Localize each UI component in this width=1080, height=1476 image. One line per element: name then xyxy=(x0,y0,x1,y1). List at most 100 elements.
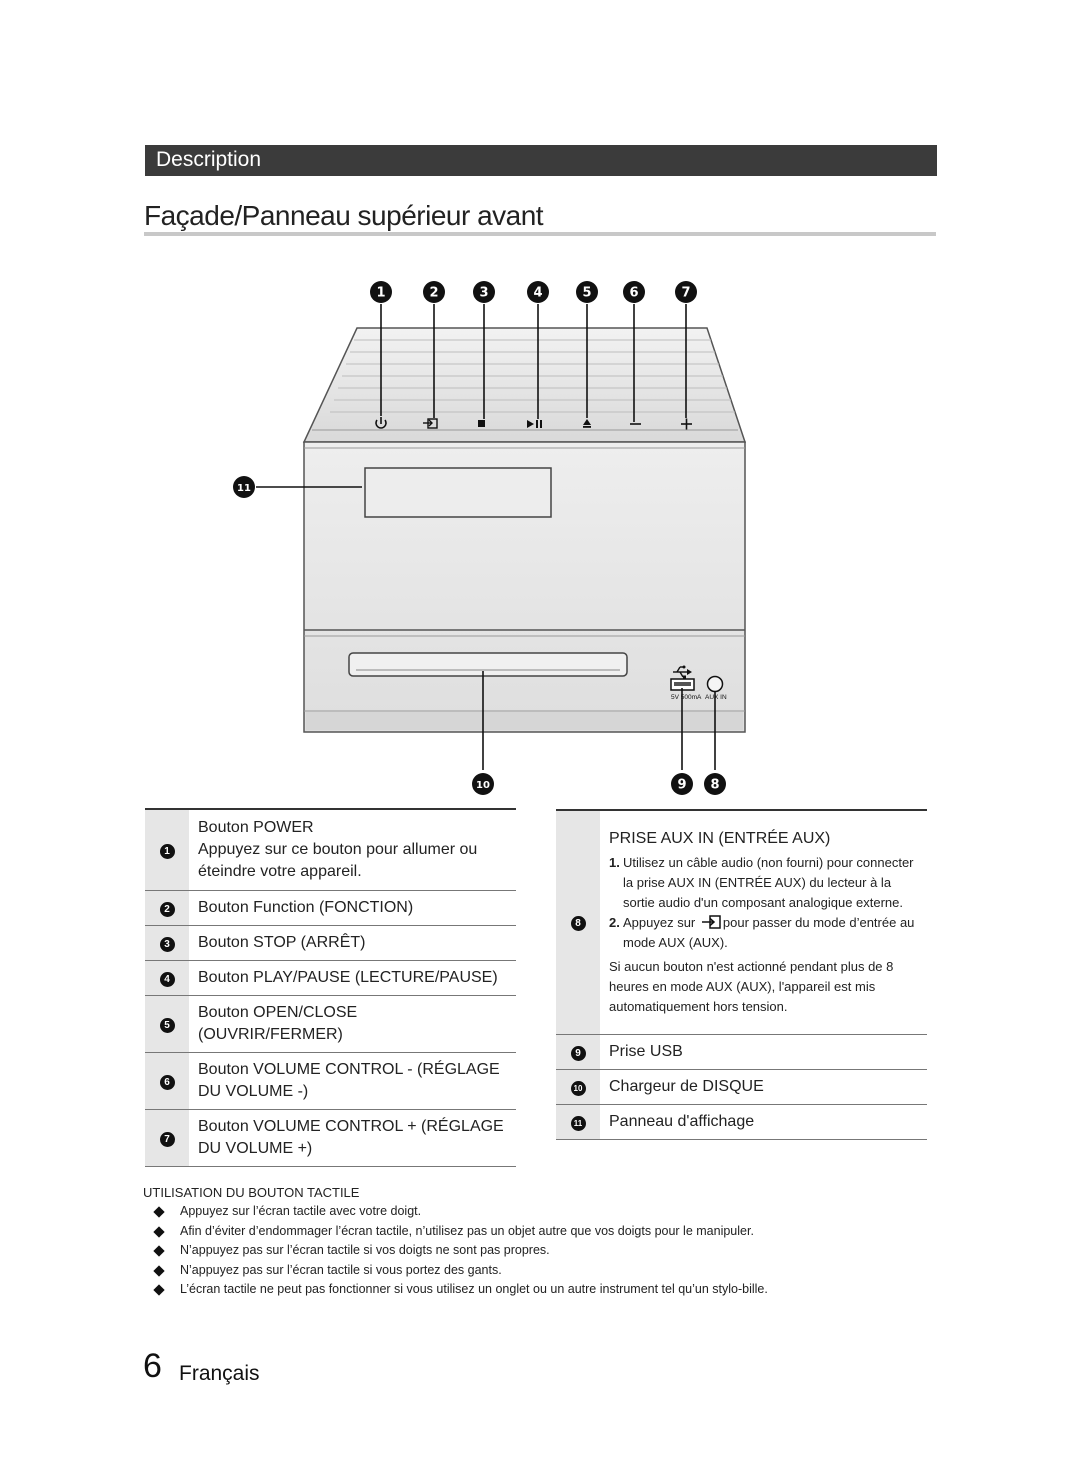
svg-text:8: 8 xyxy=(710,778,719,793)
function-icon xyxy=(423,418,438,429)
list-item-text: N’appuyez pas sur l’écran tactile si vos… xyxy=(180,1243,550,1257)
table-row: 9 Prise USB xyxy=(556,1034,927,1070)
touch-usage-section: UTILISATION DU BOUTON TACTILE Appuyez su… xyxy=(143,1185,943,1300)
svg-text:1: 1 xyxy=(376,286,385,301)
volume-up-icon xyxy=(681,418,692,430)
row-description: Appuyez sur ce bouton pour allumer ou ét… xyxy=(198,840,478,880)
stop-icon xyxy=(478,420,485,427)
callout-8: 8 xyxy=(704,773,726,795)
table-row: 8 PRISE AUX IN (ENTRÉE AUX) 1.Utilisez u… xyxy=(556,809,927,1035)
section-header-bar: Description xyxy=(145,145,937,176)
top-panel xyxy=(302,327,747,443)
page-language: Français xyxy=(179,1362,260,1385)
svg-text:4: 4 xyxy=(533,286,542,301)
list-item: Appuyez sur l’écran tactile avec votre d… xyxy=(153,1202,943,1222)
table-row: 5 Bouton OPEN/CLOSE (OUVRIR/FERMER) xyxy=(145,995,516,1053)
row-title: Chargeur de DISQUE xyxy=(609,1077,764,1095)
row-title: Bouton VOLUME CONTROL + (RÉGLAGE DU VOLU… xyxy=(198,1117,504,1157)
row-number-badge: 5 xyxy=(159,1017,175,1033)
diamond-bullet-icon xyxy=(153,1264,165,1277)
list-item: L’écran tactile ne peut pas fonctionner … xyxy=(153,1280,943,1300)
row-number-badge: 3 xyxy=(159,936,175,952)
row-title: Bouton OPEN/CLOSE (OUVRIR/FERMER) xyxy=(198,1003,358,1043)
table-row: 7 Bouton VOLUME CONTROL + (RÉGLAGE DU VO… xyxy=(145,1109,516,1167)
table-row: 1 Bouton POWER Appuyez sur ce bouton pou… xyxy=(145,808,516,891)
svg-text:11: 11 xyxy=(237,483,251,494)
usb-icon xyxy=(673,665,692,679)
page-title: Façade/Panneau supérieur avant xyxy=(144,200,544,231)
svg-text:5: 5 xyxy=(582,286,591,301)
row-number-badge: 8 xyxy=(570,916,586,932)
row-title: PRISE AUX IN (ENTRÉE AUX) xyxy=(609,829,831,847)
list-item: N’appuyez pas sur l’écran tactile si vos… xyxy=(153,1241,943,1261)
play-pause-icon xyxy=(527,420,542,428)
usb-port-label: 5V 500mA xyxy=(671,694,702,701)
left-reference-table: 1 Bouton POWER Appuyez sur ce bouton pou… xyxy=(145,808,516,1167)
table-row: 3 Bouton STOP (ARRÊT) xyxy=(145,925,516,961)
diamond-bullet-icon xyxy=(153,1284,165,1296)
usage-list: Appuyez sur l’écran tactile avec votre d… xyxy=(153,1202,943,1300)
callout-5: 5 xyxy=(576,281,598,303)
diamond-bullet-icon xyxy=(153,1225,165,1238)
step-number: 1. xyxy=(609,854,620,870)
row-number-badge: 6 xyxy=(159,1074,175,1090)
usage-heading: UTILISATION DU BOUTON TACTILE xyxy=(143,1185,360,1200)
row-number-badge: 4 xyxy=(159,971,175,987)
callout-1: 1 xyxy=(370,281,392,303)
list-item-text: L’écran tactile ne peut pas fonctionner … xyxy=(180,1282,768,1296)
callout-10: 10 xyxy=(472,773,494,795)
row-number-badge: 10 xyxy=(570,1080,586,1096)
row-title: Bouton Function (FONCTION) xyxy=(198,898,414,916)
row-title: Bouton VOLUME CONTROL - (RÉGLAGE DU VOLU… xyxy=(198,1060,500,1100)
row-title: Panneau d'affichage xyxy=(609,1112,755,1130)
diamond-bullet-icon xyxy=(153,1206,165,1218)
row-number-badge: 2 xyxy=(159,901,175,917)
aux-jack xyxy=(706,675,724,693)
diamond-bullet-icon xyxy=(153,1245,165,1257)
step-text-before: Appuyez sur xyxy=(623,914,696,930)
callout-2: 2 xyxy=(423,281,445,303)
callout-11: 11 xyxy=(233,476,255,498)
function-icon xyxy=(701,915,721,929)
svg-text:3: 3 xyxy=(479,286,488,301)
page-footer: 6 Français xyxy=(143,1347,260,1386)
table-row: 10 Chargeur de DISQUE xyxy=(556,1069,927,1105)
list-item-text: N’appuyez pas sur l’écran tactile si vou… xyxy=(180,1262,502,1277)
table-row: 4 Bouton PLAY/PAUSE (LECTURE/PAUSE) xyxy=(145,960,516,996)
right-reference-table: 8 PRISE AUX IN (ENTRÉE AUX) 1.Utilisez u… xyxy=(556,809,927,1140)
svg-text:10: 10 xyxy=(476,780,490,791)
aux-step-2: 2.Appuyez sur pour passer du mode d’entr… xyxy=(609,913,917,953)
step-number: 2. xyxy=(609,914,620,930)
aux-step-1: 1.Utilisez un câble audio (non fourni) p… xyxy=(609,853,917,913)
aux-auto-off-note: Si aucun bouton n'est actionné pendant p… xyxy=(609,958,894,1014)
row-title: Bouton PLAY/PAUSE (LECTURE/PAUSE) xyxy=(198,968,498,986)
title-underline xyxy=(144,232,936,236)
callout-7: 7 xyxy=(675,281,697,303)
row-number-badge: 11 xyxy=(570,1115,586,1131)
row-title: Bouton STOP (ARRÊT) xyxy=(198,933,366,951)
aux-steps: 1.Utilisez un câble audio (non fourni) p… xyxy=(609,853,917,953)
aux-port-label: AUX IN xyxy=(705,694,727,701)
list-item-text: Afin d’éviter d’endommager l’écran tacti… xyxy=(180,1223,754,1238)
callout-6: 6 xyxy=(623,281,645,303)
device-illustration: 5V 500mA AUX IN 1 2 3 4 5 6 7 8 9 10 11 xyxy=(233,281,747,795)
eject-icon xyxy=(583,419,591,428)
table-row: 2 Bouton Function (FONCTION) xyxy=(145,890,516,926)
disc-slot xyxy=(348,652,628,677)
svg-text:9: 9 xyxy=(677,778,686,793)
svg-text:6: 6 xyxy=(629,286,638,301)
row-number-badge: 1 xyxy=(159,843,175,859)
row-title: Bouton POWER xyxy=(198,818,314,836)
row-number-badge: 7 xyxy=(159,1131,175,1147)
row-number-badge: 9 xyxy=(570,1045,586,1061)
power-icon xyxy=(375,417,387,429)
row-title: Prise USB xyxy=(609,1042,683,1060)
table-row: 11 Panneau d'affichage xyxy=(556,1104,927,1140)
page-number: 6 xyxy=(143,1347,162,1385)
display-window xyxy=(364,467,552,518)
callout-4: 4 xyxy=(527,281,549,303)
callout-9: 9 xyxy=(671,773,693,795)
table-row: 6 Bouton VOLUME CONTROL - (RÉGLAGE DU VO… xyxy=(145,1052,516,1110)
callout-3: 3 xyxy=(473,281,495,303)
svg-text:7: 7 xyxy=(681,286,690,301)
